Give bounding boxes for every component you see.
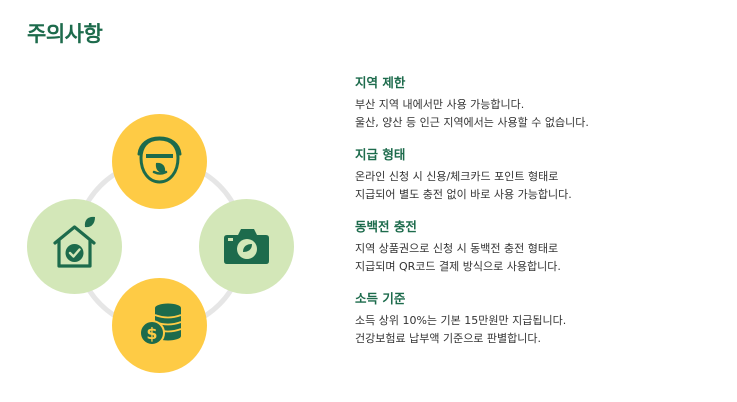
house-check-icon: [53, 216, 96, 268]
notice-text: 건강보험료 납부액 기준으로 판별합니다.: [355, 332, 542, 345]
notice-list: 지역 제한 부산 지역 내에서만 사용 가능합니다. 울산, 양산 등 인근 지…: [355, 74, 725, 362]
notice-text: 울산, 양산 등 인근 지역에서는 사용할 수 없습니다.: [355, 116, 589, 129]
notice-item: 동백전 충전 지역 상품권으로 신청 시 동백전 충전 형태로 지급되며 QR코…: [355, 218, 725, 276]
coins-dollar-icon: $: [139, 303, 182, 346]
notice-text: 지급되며 QR코드 결제 방식으로 사용합니다.: [355, 260, 561, 273]
circle-right: [199, 199, 294, 294]
camera-icon: [224, 229, 269, 264]
notice-title: 지급 형태: [355, 147, 406, 162]
circle-bottom: $: [112, 278, 207, 373]
svg-text:$: $: [146, 324, 157, 343]
head-leaf-icon: [137, 136, 182, 184]
circle-left: [27, 199, 122, 294]
notice-text: 지역 상품권으로 신청 시 동백전 충전 형태로: [355, 242, 559, 255]
notice-item: 소득 기준 소득 상위 10%는 기본 15만원만 지급됩니다. 건강보험료 납…: [355, 290, 725, 348]
notice-item: 지급 형태 온라인 신청 시 신용/체크카드 포인트 형태로 지급되어 별도 충…: [355, 146, 725, 204]
notice-title: 지역 제한: [355, 75, 406, 90]
circle-top: [112, 114, 207, 209]
notice-text: 지급되어 별도 충전 없이 바로 사용 가능합니다.: [355, 188, 572, 201]
notice-title: 동백전 충전: [355, 219, 417, 234]
notice-text: 온라인 신청 시 신용/체크카드 포인트 형태로: [355, 170, 559, 183]
notice-text: 소득 상위 10%는 기본 15만원만 지급됩니다.: [355, 314, 567, 327]
notice-text: 부산 지역 내에서만 사용 가능합니다.: [355, 98, 525, 111]
notice-item: 지역 제한 부산 지역 내에서만 사용 가능합니다. 울산, 양산 등 인근 지…: [355, 74, 725, 132]
page-title: 주의사항: [27, 22, 103, 46]
notice-title: 소득 기준: [355, 291, 406, 306]
